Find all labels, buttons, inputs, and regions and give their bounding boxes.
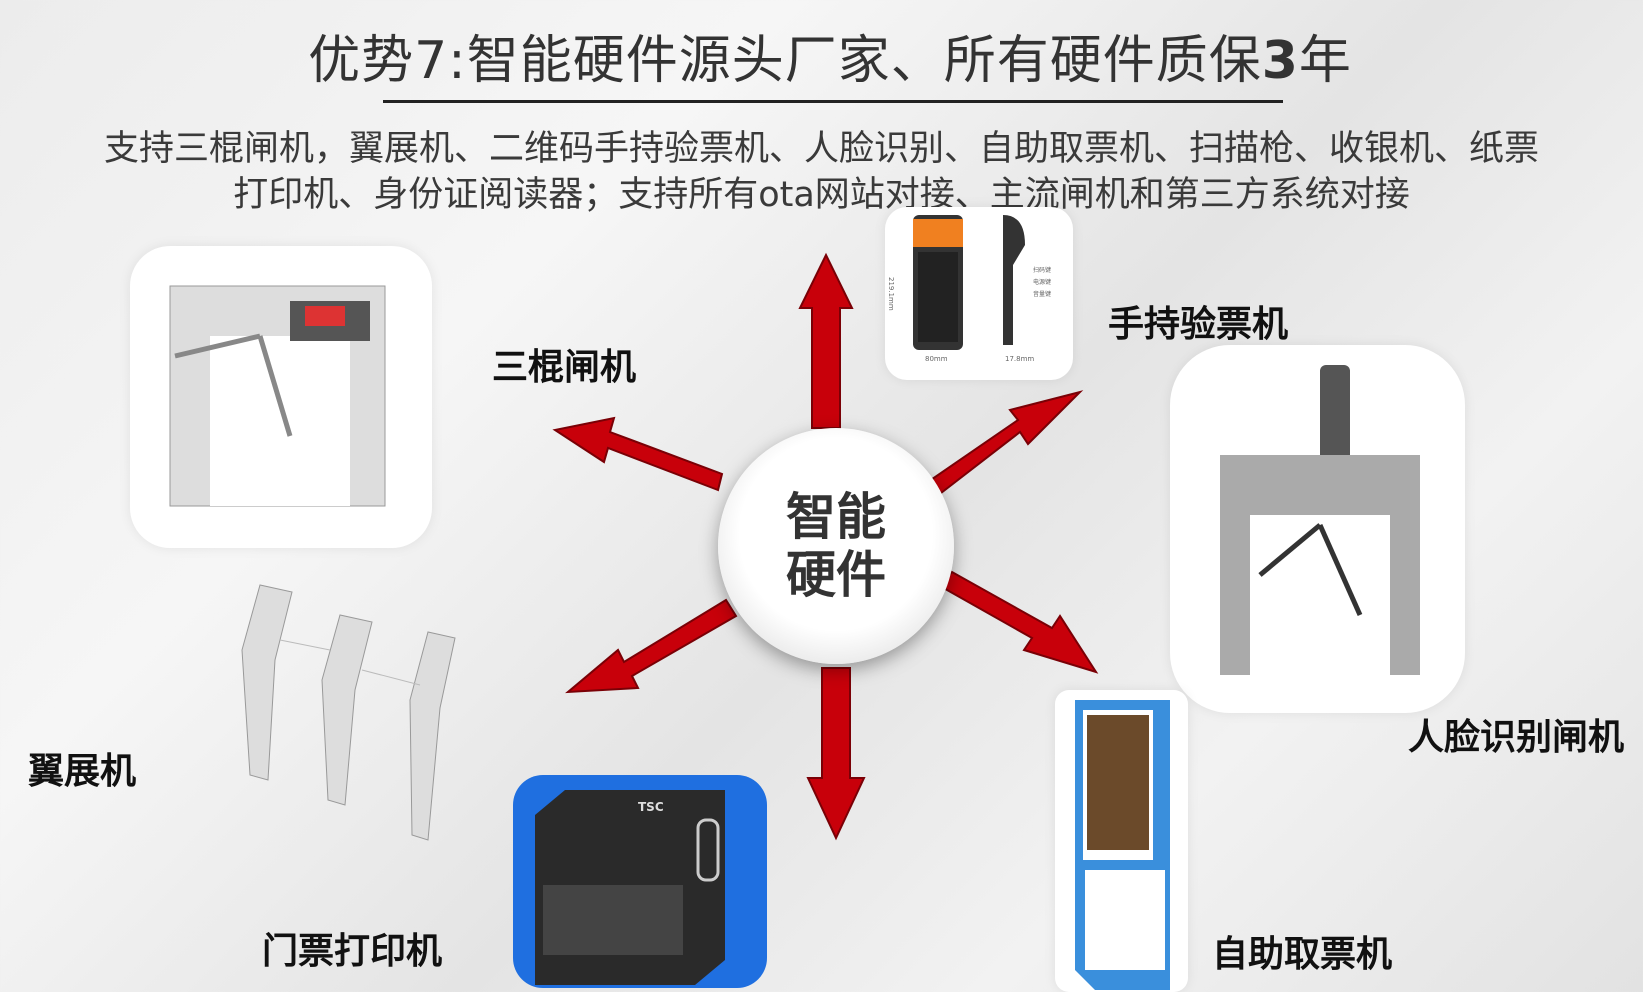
- spec-key-power: 电源键: [1033, 279, 1052, 286]
- tripod-turnstile-image: [130, 246, 432, 548]
- spec-height: 219.1mm: [887, 277, 895, 311]
- face-recognition-gate-image: [1170, 345, 1465, 713]
- label-tripod: 三棍闸机: [492, 347, 637, 388]
- arrow-up-right: [920, 390, 1084, 502]
- arrow-down-right: [938, 570, 1099, 674]
- title-underline: [383, 100, 1283, 103]
- spec-width: 80mm: [925, 355, 948, 363]
- spec-depth: 17.8mm: [1005, 355, 1035, 363]
- arrow-down: [806, 667, 866, 841]
- center-circle: 智能硬件: [718, 428, 954, 664]
- spec-key-volume: 音量键: [1033, 291, 1052, 298]
- label-printer: 门票打印机: [262, 931, 443, 972]
- printer-brand-logo: TSC: [638, 800, 664, 814]
- ticket-printer-image: TSC: [513, 775, 767, 988]
- label-face-gate: 人脸识别闸机: [1408, 717, 1625, 758]
- spec-key-scan: 扫码键: [1033, 267, 1052, 274]
- page-title: 优势7:智能硬件源头厂家、所有硬件质保3年: [308, 31, 1352, 91]
- arrow-down-left: [565, 598, 738, 694]
- subtitle-line-1: 支持三棍闸机，翼展机、二维码手持验票机、人脸识别、自助取票机、扫描枪、收银机、纸…: [103, 129, 1539, 169]
- subtitle-line-2: 打印机、身份证阅读器；支持所有ota网站对接、主流闸机和第三方系统对接: [233, 175, 1410, 215]
- label-kiosk: 自助取票机: [1212, 934, 1393, 975]
- arrow-up-left: [552, 416, 724, 492]
- self-service-kiosk-image: [1055, 690, 1188, 992]
- handheld-terminal-image: 80mm 17.8mm 219.1mm 扫码键 电源键 音量键: [885, 207, 1073, 380]
- arrow-up: [798, 252, 854, 429]
- label-handheld: 手持验票机: [1108, 304, 1289, 345]
- label-wing-gate: 翼展机: [28, 751, 137, 792]
